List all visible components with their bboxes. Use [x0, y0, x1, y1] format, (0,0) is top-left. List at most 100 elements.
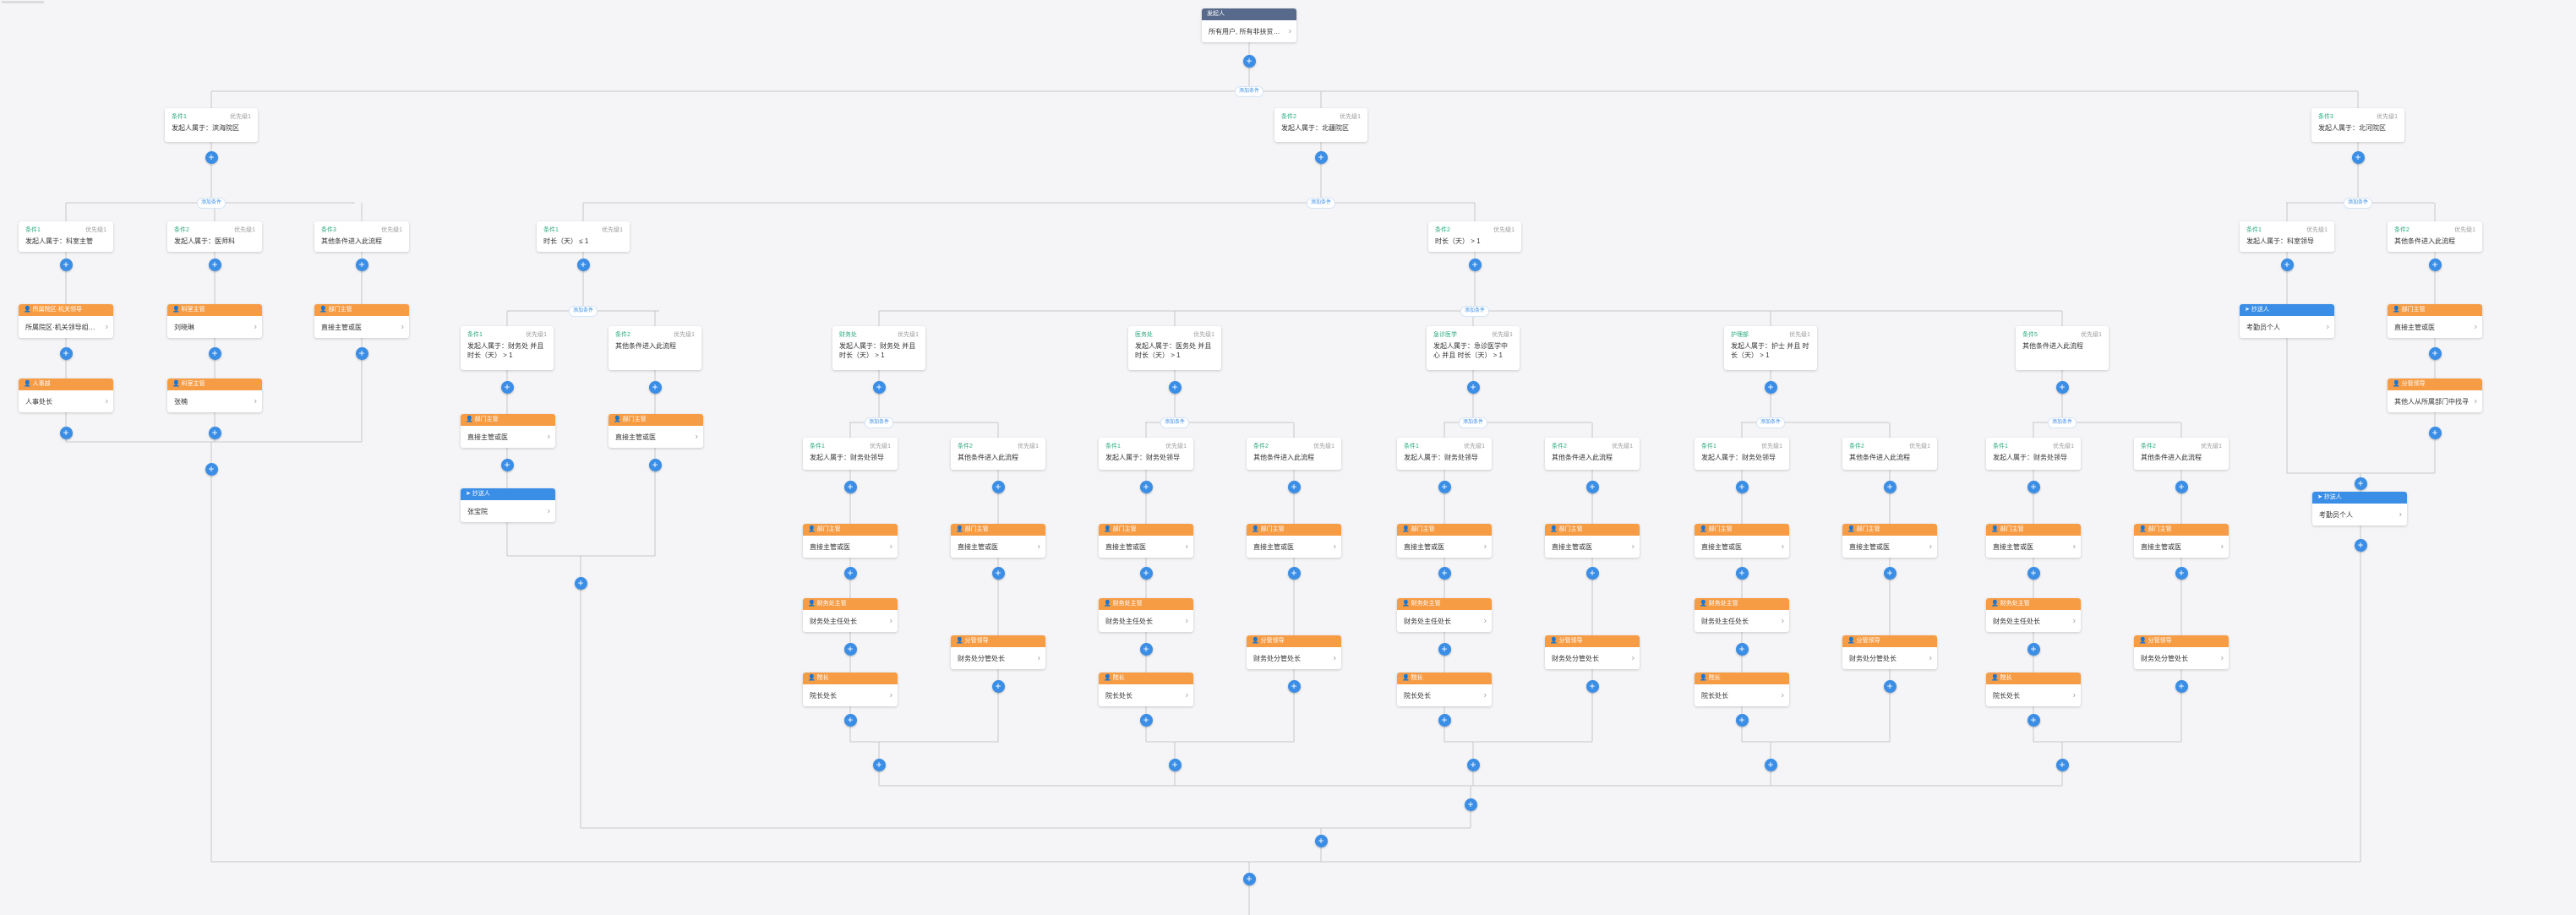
add-node-button[interactable]: +	[2175, 679, 2188, 693]
chevron-right-icon[interactable]: ›	[254, 322, 257, 332]
add-node-button[interactable]: +	[208, 258, 221, 271]
approver-node[interactable]: 👤 分管领导财务处分管处长›	[951, 635, 1045, 669]
add-node-button[interactable]: +	[1883, 480, 1897, 493]
chevron-right-icon[interactable]: ›	[1929, 542, 1932, 552]
add-node-button[interactable]: +	[2175, 480, 2188, 493]
add-node-button[interactable]: +	[1438, 713, 1451, 727]
approver-node[interactable]: 👤 分管领导财务处分管处长›	[1545, 635, 1640, 669]
approver-node[interactable]: 👤 院长院长处长›	[1695, 673, 1789, 706]
add-condition-button[interactable]: 添加条件	[1307, 198, 1336, 209]
add-node-button[interactable]: +	[355, 346, 368, 360]
add-node-button[interactable]: +	[2027, 480, 2040, 493]
add-node-button[interactable]: +	[1466, 758, 1480, 771]
add-node-button[interactable]: +	[208, 346, 221, 360]
add-node-button[interactable]: +	[576, 258, 590, 271]
approver-node[interactable]: 👤 分管领导其他人从所属部门中找寻›	[2388, 379, 2482, 412]
add-node-button[interactable]: +	[1438, 480, 1451, 493]
add-node-button[interactable]: +	[1314, 834, 1328, 847]
add-node-button[interactable]: +	[1735, 480, 1749, 493]
add-condition-button[interactable]: 添加条件	[1160, 417, 1190, 428]
add-node-button[interactable]: +	[59, 346, 73, 360]
chevron-right-icon[interactable]: ›	[2326, 322, 2329, 332]
chevron-right-icon[interactable]: ›	[547, 506, 550, 516]
add-node-button[interactable]: +	[2055, 380, 2069, 394]
add-condition-button[interactable]: 添加条件	[1756, 417, 1786, 428]
add-node-button[interactable]: +	[574, 576, 587, 590]
chevron-right-icon[interactable]: ›	[2220, 542, 2224, 552]
chevron-right-icon[interactable]: ›	[2474, 322, 2477, 332]
approver-node[interactable]: 👤 分管领导财务处分管处长›	[1842, 635, 1937, 669]
chevron-right-icon[interactable]: ›	[1781, 542, 1784, 552]
chevron-right-icon[interactable]: ›	[1781, 616, 1784, 626]
add-node-button[interactable]: +	[2027, 642, 2040, 656]
add-node-button[interactable]: +	[1242, 54, 1256, 68]
add-node-button[interactable]: +	[1139, 566, 1153, 580]
chevron-right-icon[interactable]: ›	[889, 616, 892, 626]
add-node-button[interactable]: +	[1242, 872, 1256, 885]
chevron-right-icon[interactable]: ›	[2474, 396, 2477, 406]
approver-node[interactable]: 👤 所属院区·机关领导所属院区·机关领导组组长›	[19, 304, 113, 338]
chevron-right-icon[interactable]: ›	[1483, 616, 1487, 626]
add-node-button[interactable]: +	[2351, 150, 2365, 164]
add-node-button[interactable]: +	[1883, 679, 1897, 693]
add-node-button[interactable]: +	[59, 426, 73, 439]
chevron-right-icon[interactable]: ›	[2399, 509, 2402, 520]
approver-node[interactable]: 👤 部门主管直接主管或医›	[1545, 524, 1640, 558]
add-node-button[interactable]: +	[1314, 150, 1328, 164]
add-node-button[interactable]: +	[2055, 758, 2069, 771]
add-condition-button[interactable]: 添加条件	[1459, 417, 1488, 428]
chevron-right-icon[interactable]: ›	[1781, 690, 1784, 700]
add-node-button[interactable]: +	[1287, 480, 1301, 493]
chevron-right-icon[interactable]: ›	[1185, 690, 1188, 700]
add-node-button[interactable]: +	[205, 462, 218, 476]
add-node-button[interactable]: +	[2027, 566, 2040, 580]
add-node-button[interactable]: +	[843, 480, 857, 493]
chevron-right-icon[interactable]: ›	[1288, 26, 1291, 36]
chevron-right-icon[interactable]: ›	[889, 542, 892, 552]
add-node-button[interactable]: +	[2428, 426, 2442, 439]
add-node-button[interactable]: +	[2354, 477, 2367, 490]
approver-node[interactable]: 👤 科室主管张楠›	[167, 379, 262, 412]
approver-node[interactable]: 👤 财务处主管财务处主任处长›	[803, 598, 898, 632]
approver-node[interactable]: ➤ 抄送人张宝院›	[461, 488, 555, 522]
add-node-button[interactable]: +	[1438, 566, 1451, 580]
add-node-button[interactable]: +	[991, 566, 1005, 580]
add-node-button[interactable]: +	[1468, 258, 1482, 271]
approver-node[interactable]: 👤 财务处主管财务处主任处长›	[1397, 598, 1492, 632]
approver-node[interactable]: 👤 院长院长处长›	[803, 673, 898, 706]
approver-node[interactable]: 👤 财务处主管财务处主任处长›	[1099, 598, 1193, 632]
add-node-button[interactable]: +	[1883, 566, 1897, 580]
approver-node[interactable]: 👤 部门主管直接主管或医›	[609, 414, 703, 448]
approver-node[interactable]: ➤ 抄送人考勤员个人›	[2240, 304, 2334, 338]
chevron-right-icon[interactable]: ›	[2072, 690, 2076, 700]
approver-node[interactable]: 👤 部门主管直接主管或医›	[1397, 524, 1492, 558]
add-node-button[interactable]: +	[1139, 713, 1153, 727]
chevron-right-icon[interactable]: ›	[1037, 653, 1040, 663]
add-node-button[interactable]: +	[500, 458, 514, 471]
add-condition-button[interactable]: 添加条件	[2344, 198, 2373, 209]
add-node-button[interactable]: +	[1139, 642, 1153, 656]
add-node-button[interactable]: +	[2428, 346, 2442, 360]
add-node-button[interactable]: +	[1585, 679, 1599, 693]
approver-node[interactable]: 👤 部门主管直接主管或医›	[1842, 524, 1937, 558]
approver-node[interactable]: 👤 分管领导财务处分管处长›	[1247, 635, 1341, 669]
approver-node[interactable]: ➤ 抄送人考勤员个人›	[2312, 492, 2407, 526]
